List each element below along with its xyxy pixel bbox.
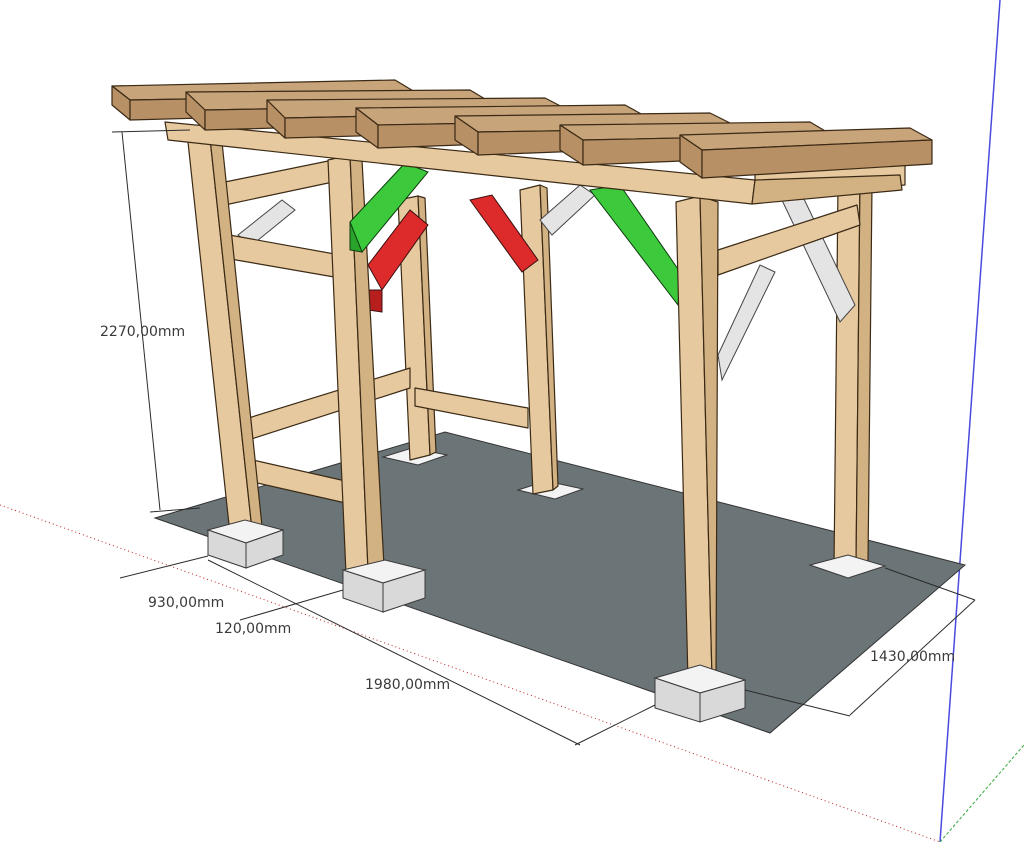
dim-length-label: 1980,00mm: [365, 677, 450, 693]
brace-white-right-low: [717, 264, 776, 382]
dimension-lines: [111, 129, 976, 746]
axis-red: [0, 504, 941, 842]
post-back-right: [833, 179, 873, 569]
beam-left-top: [219, 159, 334, 207]
base-back-right: [808, 554, 887, 579]
brace-red-right: [469, 194, 539, 273]
dim-depth-label: 1430,00mm: [870, 649, 955, 665]
rafter-7: [679, 127, 933, 179]
rafters: [111, 79, 933, 179]
base-front-mid: [341, 559, 427, 613]
beam-front-top-side: [751, 174, 903, 205]
base-front-right: [653, 664, 747, 723]
dim-height-label: 2270,00mm: [100, 324, 185, 340]
base-front-left: [206, 519, 285, 569]
axis-blue: [939, 0, 1001, 842]
post-front-right: [675, 195, 719, 681]
rail-back-low: [414, 387, 529, 429]
dim-width-left-label: 930,00mm: [148, 595, 224, 611]
brace-red-left: [367, 209, 429, 291]
axis-green: [939, 744, 1024, 842]
brace-green-left-b: [349, 221, 363, 253]
dim-post-label: 120,00mm: [215, 621, 291, 637]
brace-green-right: [589, 184, 681, 307]
beam-left-low1: [241, 367, 411, 443]
